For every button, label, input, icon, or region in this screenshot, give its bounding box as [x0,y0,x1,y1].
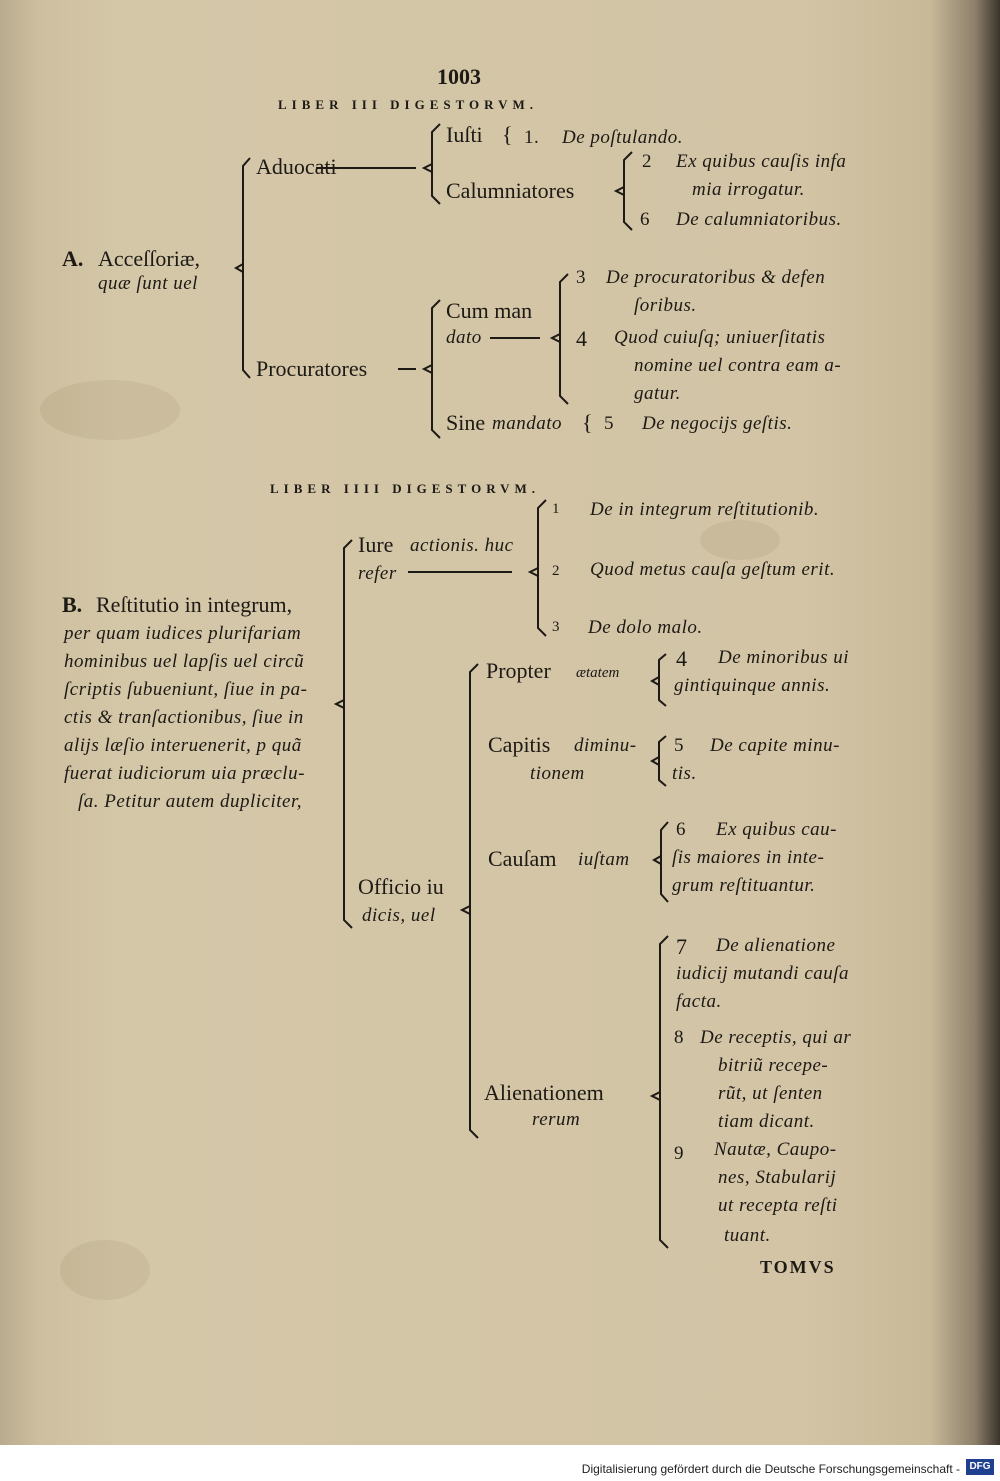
item-de-procuratoribus: De procuratoribus & defen [606,267,826,288]
item-de-capite-minutis: De capite minu- [710,735,840,756]
cum-mandato-label: Cum man [446,298,533,323]
item-number: 4 [576,326,587,351]
item-de-negocijs-gestis: De negocijs geſtis. [642,413,793,434]
sine-mandato-label: Sine [446,410,486,435]
item-number: 9 [674,1143,684,1164]
capitis-label: Capitis [488,732,551,757]
item-de-capite-minutis-cont: tis. [672,763,697,784]
section-b-text-line: alijs læſio interuenerit, p quã [64,735,302,756]
section-b-text-line: ſcriptis ſubueniunt, ſiue in pa- [64,679,308,700]
iure-label: Iure [358,532,394,557]
footer-credit: Digitalisierung gefördert durch die Deut… [581,1462,960,1476]
item-ex-quibus-causis-cont: mia irrogatur. [692,179,805,200]
item-nautae-caupones: Nautæ, Caupo- [714,1139,837,1160]
item-ex-quibus-causis: Ex quibus cauſis infa [676,151,847,172]
causam-label: Cauſam [488,846,557,871]
item-de-alienatione: De alienatione [716,935,836,956]
alienationem-label: Alienationem [484,1080,604,1105]
item-number: 1. [524,127,540,148]
officio-label: Officio iu [358,874,444,899]
item-number: 5 [674,735,684,756]
capitis-label-cont: diminu- [574,735,637,756]
item-de-postulando: De poſtulando. [562,127,683,148]
section-b-text-line: hominibus uel lapſis uel circũ [64,651,305,672]
aduocati-label: Aduocati [256,154,337,179]
cum-mandato-label-cont: dato [446,327,482,348]
section-a-label: A. [62,246,84,271]
officio-label-cont: dicis, uel [362,905,436,926]
section-b-title: Reſtitutio in integrum, [96,592,293,617]
scanned-page: 1003 LIBER III DIGESTORVM. A. Acceſſoriæ… [0,0,1000,1445]
item-de-receptis-cont: tiam dicant. [718,1111,815,1132]
causam-label-cont: iuſtam [578,849,630,870]
item-ex-quibus-causis-maiores: Ex quibus cau- [716,819,837,840]
item-quod-metus-causa: Quod metus cauſa geſtum erit. [590,559,836,580]
item-de-minoribus: De minoribus ui [718,647,849,668]
propter-label-cont: ætatem [576,665,620,681]
section-a-title-cont: quæ ſunt uel [98,273,198,294]
section-b-text-line: fuerat iudiciorum uia præclu- [64,763,305,784]
item-number: 1 [552,501,560,517]
section-b-text-line: per quam iudices plurifariam [64,623,302,644]
item-number: 8 [674,1027,684,1048]
item-de-dolo-malo: De dolo malo. [588,617,703,638]
item-quod-cuiusq-cont: gatur. [634,383,681,404]
item-number: 7 [676,934,687,959]
item-number: 4 [676,646,687,671]
item-number: 3 [552,619,560,635]
item-de-procuratoribus-cont: ſoribus. [634,295,697,316]
capitis-label-cont: tionem [530,763,585,784]
item-nautae-caupones-cont: nes, Stabularij [718,1167,837,1188]
item-ex-quibus-causis-maiores-cont: ſis maiores in inte- [672,847,825,868]
section-a-title: Acceſſoriæ, [98,246,201,271]
iure-refer-label: refer [358,563,397,584]
paper-stain [40,380,180,440]
item-de-receptis-cont: rũt, ut ſenten [718,1083,823,1104]
digitization-footer: Digitalisierung gefördert durch die Deut… [0,1445,1000,1481]
section-b-text-line: ctis & tranſactionibus, ſiue in [64,707,304,728]
item-number: 5 [604,413,614,434]
alienationem-label-cont: rerum [532,1109,581,1130]
item-de-in-integrum: De in integrum reſtitutionib. [590,499,820,520]
iusti-label: Iuſti [446,122,483,147]
bracket-lines [233,123,669,1249]
item-number: 3 [576,267,586,288]
page-number: 1003 [437,64,481,89]
paper-stain [60,1240,150,1300]
item-de-alienatione-cont: facta. [676,991,722,1012]
section-b-label: B. [62,592,83,617]
calumniatores-label: Calumniatores [446,178,575,203]
item-number: 2 [552,563,560,579]
item-de-minoribus-cont: gintiquinque annis. [674,675,831,696]
item-nautae-caupones-cont: ut recepta reſti [718,1195,838,1216]
item-quod-cuiusq-cont: nomine uel contra eam a- [634,355,842,376]
paper-stain [700,520,780,560]
item-ex-quibus-causis-maiores-cont: grum reſtituantur. [672,875,816,896]
item-nautae-caupones-cont: tuant. [724,1225,771,1246]
item-de-receptis: De receptis, qui ar [700,1027,852,1048]
running-header-liber-iii: LIBER III DIGESTORVM. [278,97,538,112]
propter-label: Propter [486,658,551,683]
item-de-alienatione-cont: iudicij mutandi cauſa [676,963,850,984]
item-number: 6 [676,819,686,840]
dfg-logo-icon: DFG [966,1459,994,1475]
item-number: 2 [642,151,652,172]
iure-label-cont: actionis. huc [410,535,514,556]
sine-mandato-label-cont: mandato [492,413,562,434]
procuratores-label: Procuratores [256,356,368,381]
item-de-calumniatoribus: De calumniatoribus. [676,209,842,230]
running-header-liber-iiii: LIBER IIII DIGESTORVM. [270,481,541,496]
catchword: TOMVS [760,1257,836,1277]
section-b-text-line: ſa. Petitur autem dupliciter, [78,791,303,812]
item-number: 6 [640,209,650,230]
item-de-receptis-cont: bitriũ recepe- [718,1055,829,1076]
item-quod-cuiusq: Quod cuiuſq; uniuerſitatis [614,327,826,348]
